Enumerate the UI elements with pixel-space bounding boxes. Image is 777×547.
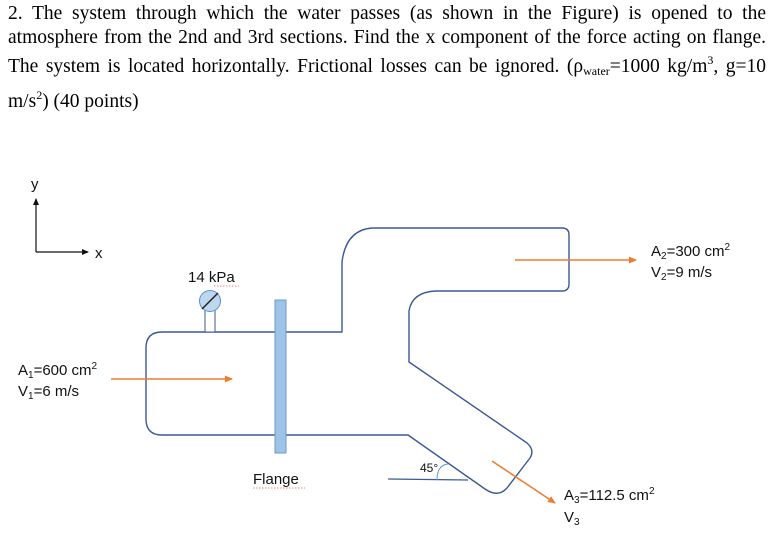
gauge-needle <box>201 292 219 310</box>
rho-subscript: water <box>583 64 610 78</box>
section1-label: A1=600 cm2 V1=6 m/s <box>18 361 98 402</box>
pipe-outline <box>145 227 570 494</box>
gravity-value: , g=10 <box>713 56 767 77</box>
angle-arc-icon <box>436 463 449 481</box>
svg-text:A2=300 cm2: A2=300 cm2 <box>651 242 731 262</box>
problem-line-2: atmosphere from the 2nd and 3rd sections… <box>8 26 766 48</box>
gauge-stem <box>204 309 216 333</box>
problem-statement: 2. The system through which the water pa… <box>8 2 766 113</box>
section2-label: A2=300 cm2 V2=9 m/s <box>651 242 731 283</box>
flange <box>274 299 287 454</box>
outlet3-flow-arrow-icon <box>491 460 556 504</box>
flange-label: Flange <box>253 471 299 488</box>
points-label: ) (40 points) <box>42 90 139 112</box>
rho-symbol: ρ <box>573 56 584 77</box>
problem-line-4: m/s2) (40 points) <box>8 87 139 112</box>
svg-text:A1=600 cm2: A1=600 cm2 <box>18 361 98 381</box>
problem-line-3: The system is located horizontally. Fric… <box>8 53 767 78</box>
svg-text:V3: V3 <box>564 509 580 528</box>
gauge-pressure-label: 14 kPa <box>188 269 235 286</box>
y-axis-label: y <box>31 176 39 193</box>
horizontal-reference-line <box>387 478 469 481</box>
angle-label: 45° <box>420 461 438 475</box>
angle-marker: 45° <box>387 461 469 481</box>
problem-line-1: 2. The system through which the water pa… <box>8 3 766 24</box>
svg-text:V2=9 m/s: V2=9 m/s <box>651 264 712 283</box>
section3-label: A3=112.5 cm2 V3 <box>564 486 655 528</box>
x-axis-label: x <box>95 245 103 262</box>
svg-text:V1=6 m/s: V1=6 m/s <box>18 383 79 402</box>
density-value: =1000 kg/m <box>609 56 708 77</box>
pressure-gauge: 14 kPa <box>188 269 239 333</box>
coordinate-axes: y x <box>31 176 103 262</box>
svg-text:A3=112.5 cm2: A3=112.5 cm2 <box>564 486 655 506</box>
